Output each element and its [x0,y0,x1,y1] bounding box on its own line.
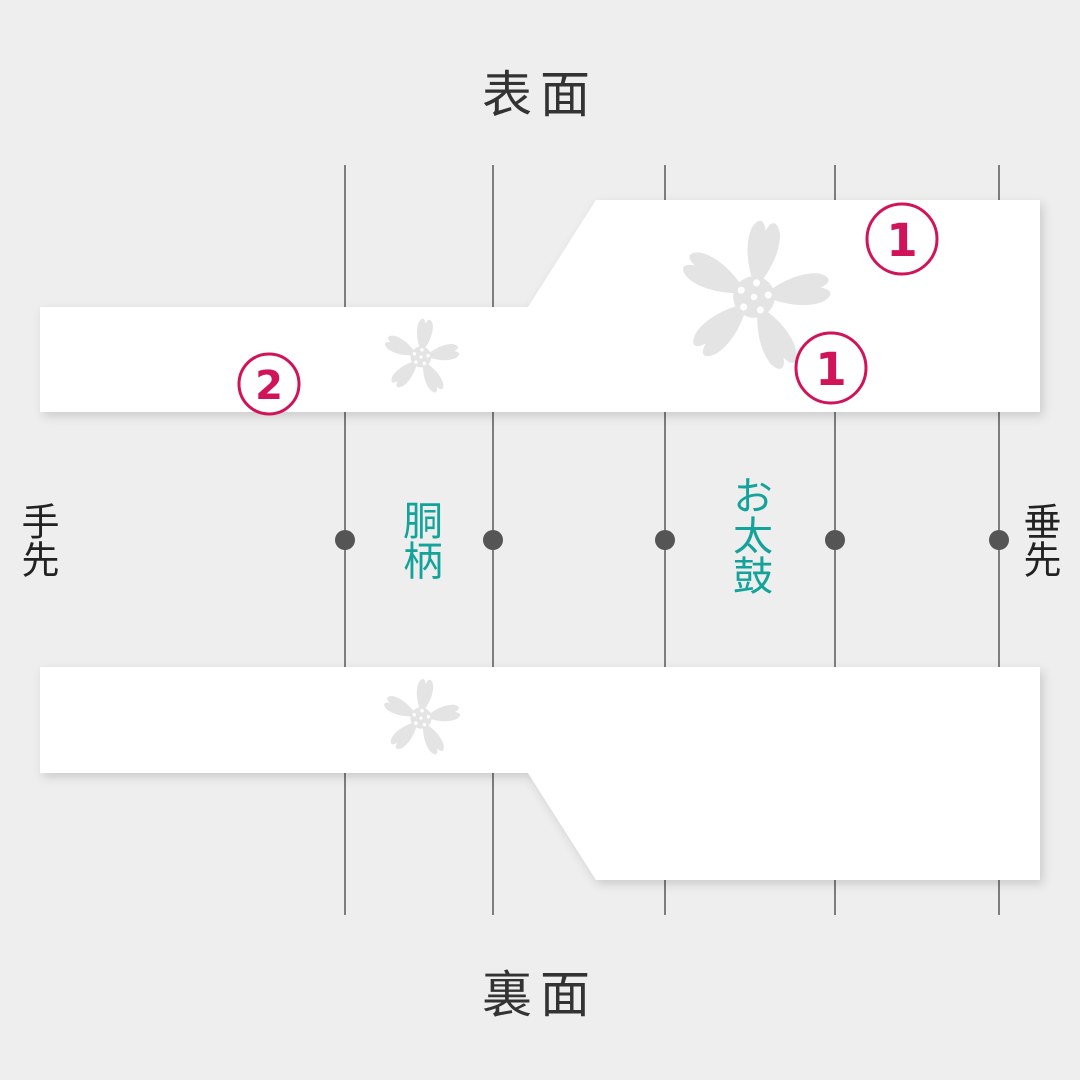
section-label-otaiko: お太鼓 [726,475,772,595]
front-side-title: 表面 [482,66,598,124]
section-dot [483,530,503,550]
circled-number-icon: 1 [865,202,939,276]
marker-label: 2 [255,363,283,409]
section-dot [335,530,355,550]
end-label-right: 垂先 [1017,502,1061,578]
marker-circle [794,331,868,405]
marker-circle [237,352,301,416]
marker-label: 1 [886,214,917,267]
section-dot [655,530,675,550]
section-dot [989,530,1009,550]
marker-circle [865,202,939,276]
marker-label: 1 [815,343,846,396]
circled-number-icon: 2 [237,352,301,416]
section-dot [825,530,845,550]
back-side-belt [40,667,1040,880]
circled-number-icon: 1 [794,331,868,405]
end-label-left: 手先 [15,502,59,578]
back-side-title: 裏面 [482,966,598,1024]
section-dots [335,530,1009,550]
section-label-dou: 胴柄 [396,500,442,580]
